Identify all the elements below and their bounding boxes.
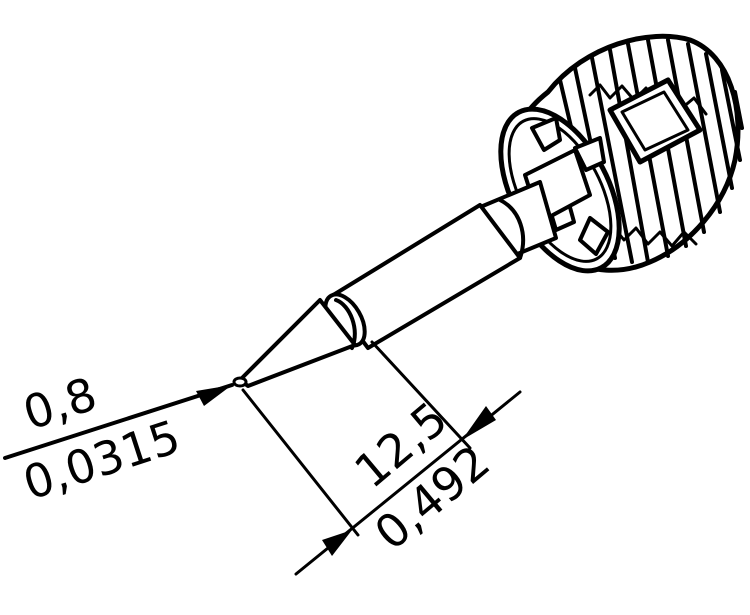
arrowhead-icon bbox=[462, 406, 496, 440]
arrowhead-icon bbox=[322, 530, 352, 556]
arrowhead-icon bbox=[196, 385, 232, 406]
length-callout: 12,5 0,492 bbox=[241, 340, 522, 576]
tip-shaft bbox=[232, 180, 558, 388]
diameter-callout: 0,8 0,0315 bbox=[3, 366, 234, 510]
